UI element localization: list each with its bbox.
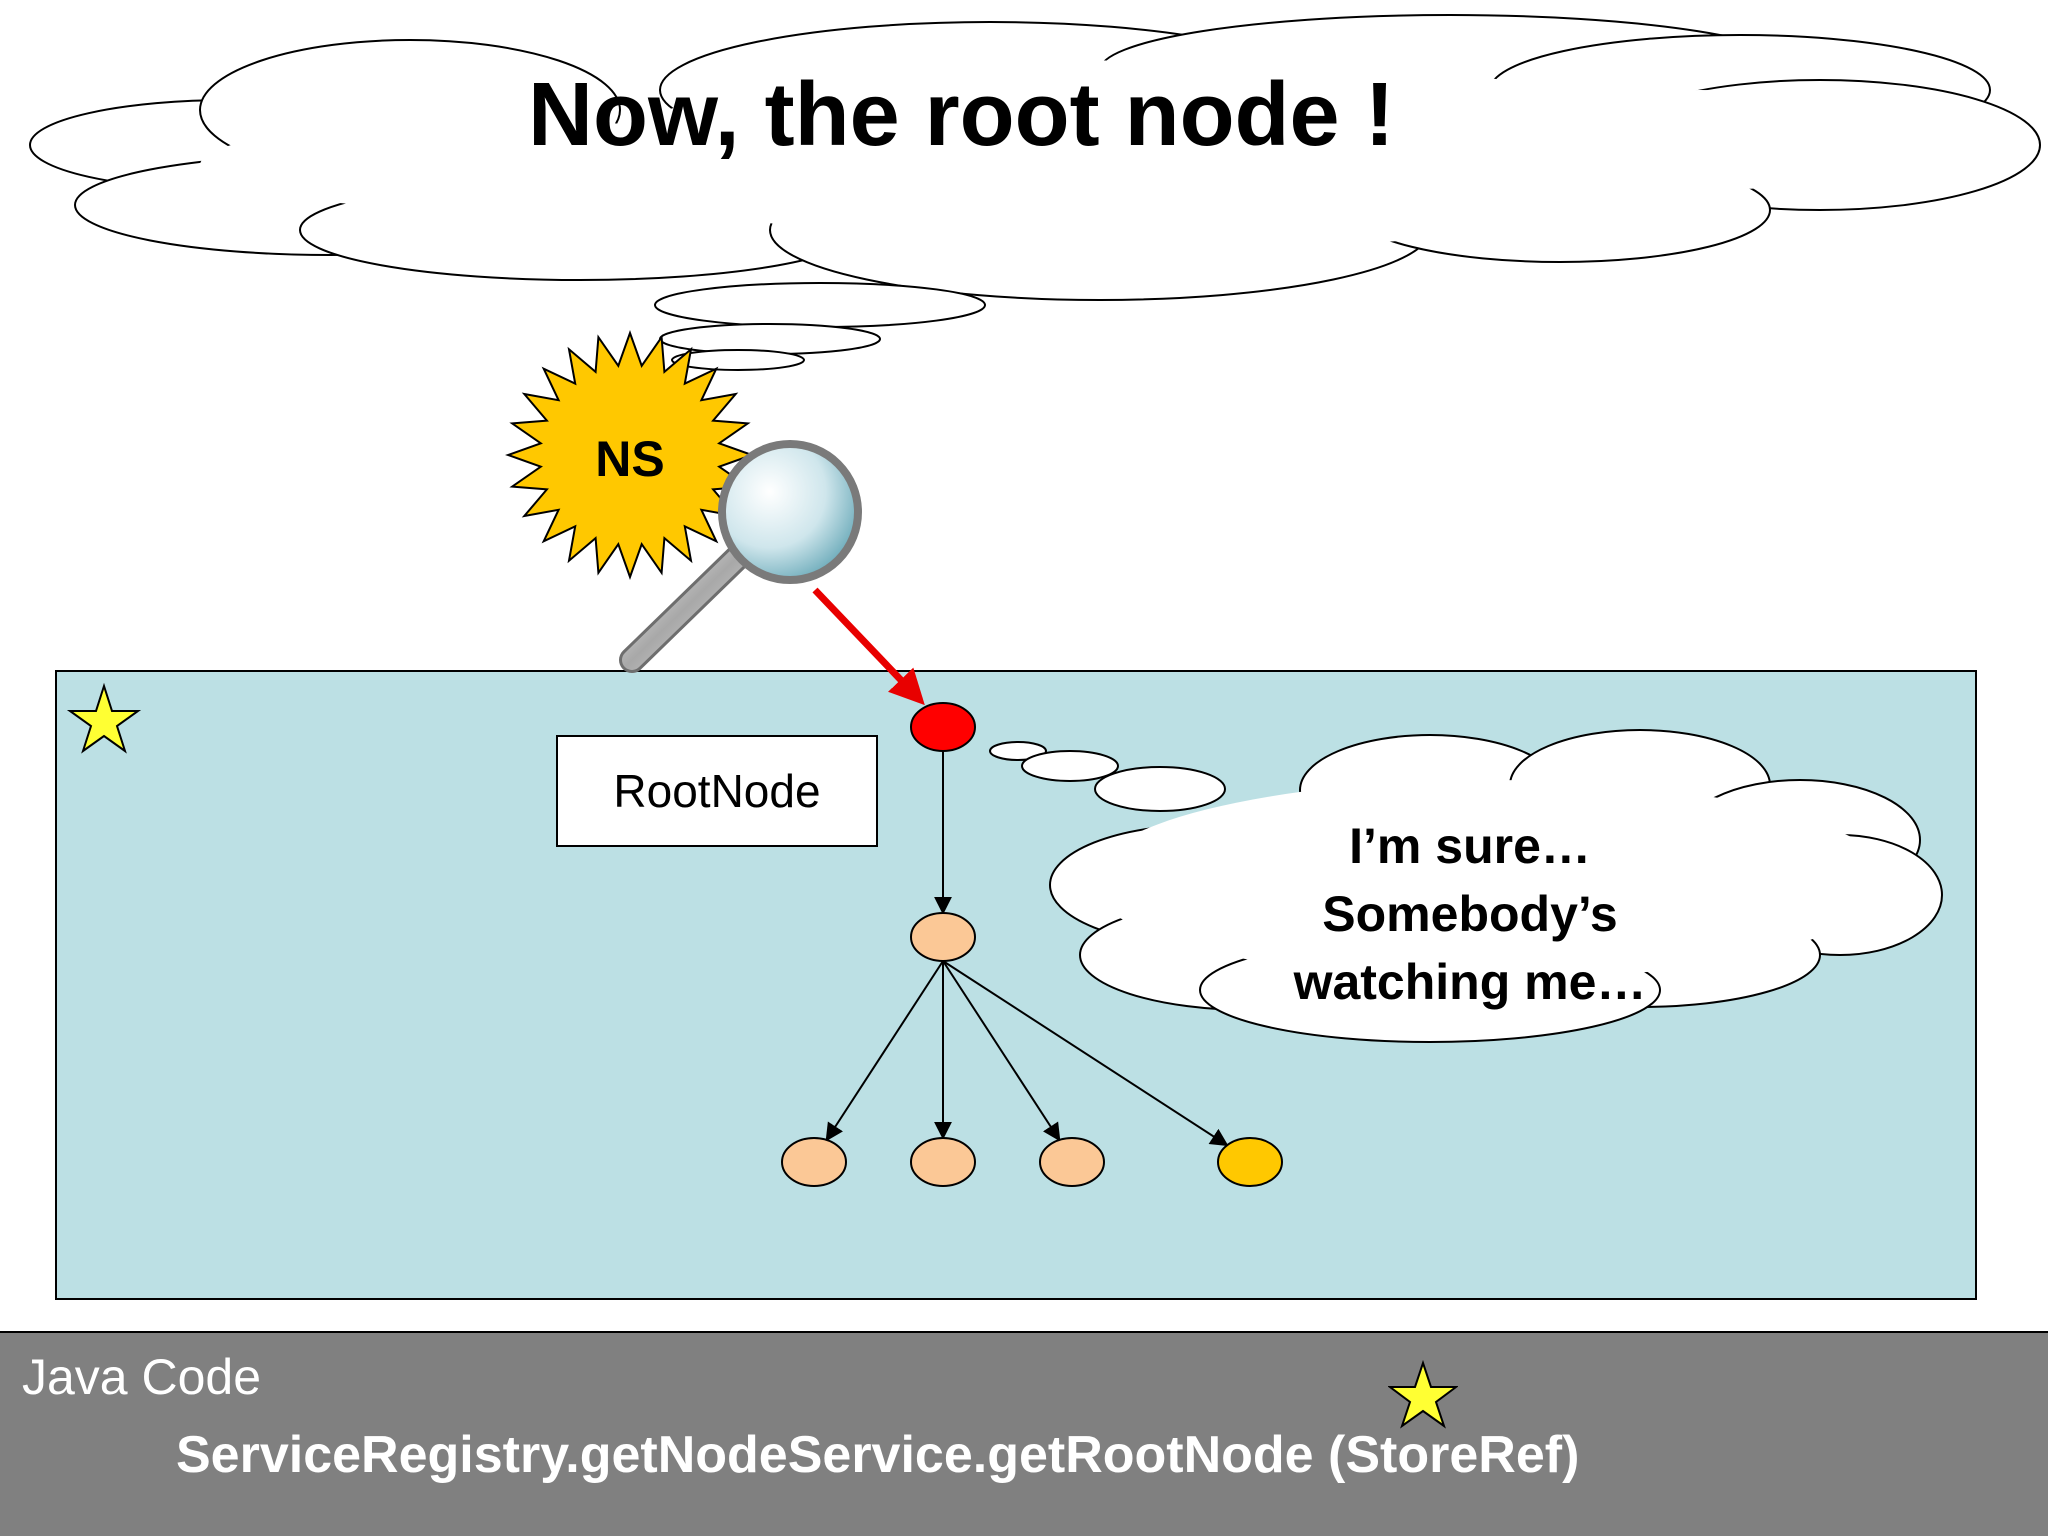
tree-node xyxy=(910,912,976,962)
code-bar xyxy=(0,1331,2048,1536)
title-cloud xyxy=(29,14,2041,371)
rootnode-label-box: RootNode xyxy=(556,735,878,847)
rootnode-label: RootNode xyxy=(613,765,821,817)
tree-edge xyxy=(825,960,944,1142)
tree-node xyxy=(1039,1137,1105,1187)
tree-edges xyxy=(825,751,1229,1147)
root-node xyxy=(910,702,976,752)
thought-line: watching me… xyxy=(1293,954,1647,1010)
tree-node xyxy=(1217,1137,1283,1187)
tree-nodes xyxy=(781,702,1283,1187)
starburst-icon xyxy=(505,330,755,580)
star-icon xyxy=(66,682,142,754)
code-line: ServiceRegistry.getNodeService.getRootNo… xyxy=(176,1426,1580,1484)
ns-label: NS xyxy=(595,431,665,487)
tree-node xyxy=(910,1137,976,1187)
tree-edge xyxy=(942,960,1061,1142)
thought-bubble xyxy=(989,729,1943,1043)
slide-title: Now, the root node ! xyxy=(528,65,1395,165)
star-icon xyxy=(1388,1360,1458,1429)
search-arrow xyxy=(812,587,925,706)
magnifying-glass-icon xyxy=(619,440,862,673)
code-label: Java Code xyxy=(22,1349,262,1405)
tree-edge xyxy=(942,960,1229,1147)
tree-node xyxy=(781,1137,847,1187)
thought-text: I’m sure… Somebody’s watching me… xyxy=(1230,812,1710,1016)
thought-line: Somebody’s xyxy=(1322,886,1618,942)
thought-line: I’m sure… xyxy=(1349,818,1591,874)
